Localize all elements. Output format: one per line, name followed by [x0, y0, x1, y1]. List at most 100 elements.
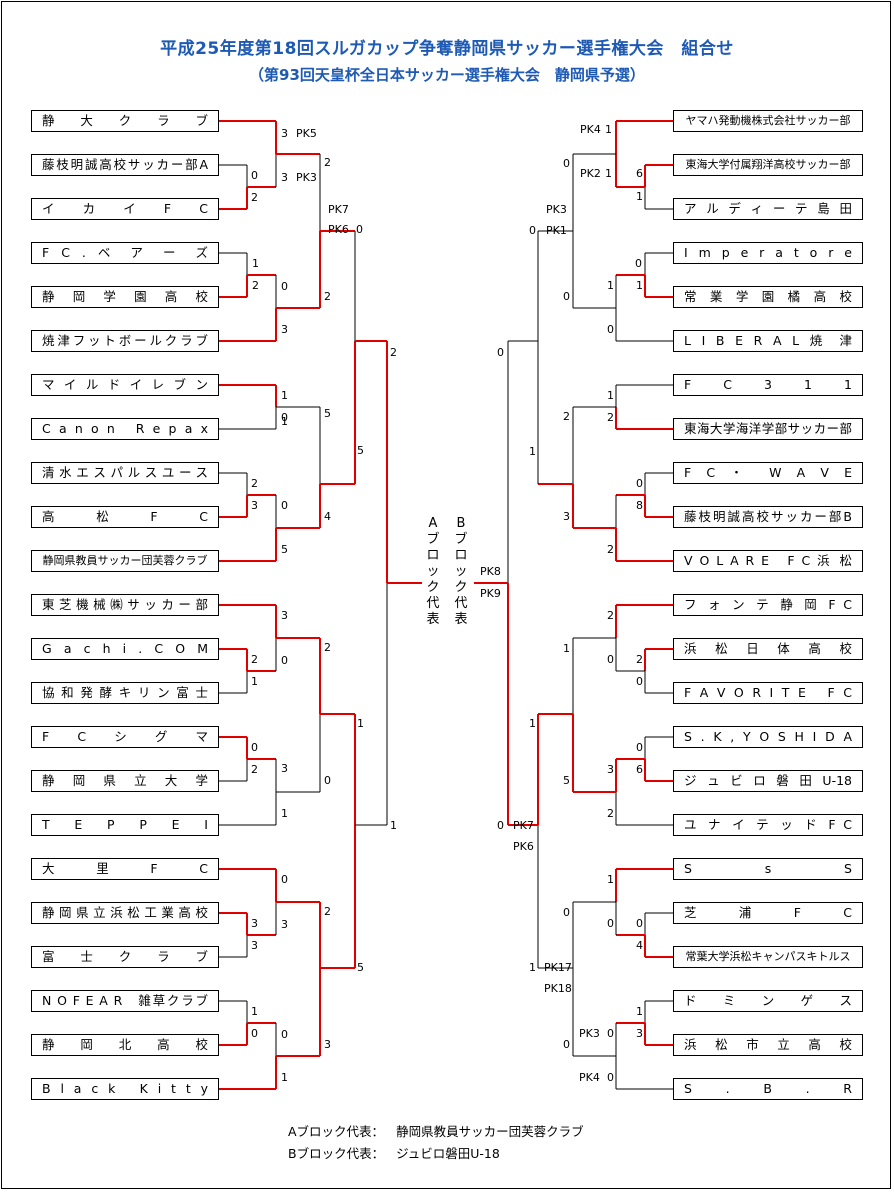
score-left-r1: 2 — [251, 191, 258, 204]
team-name: 高 松 F C — [42, 509, 208, 524]
team-name: 静岡県立浜松工業高校 — [42, 905, 208, 920]
vertical-char: 代 — [426, 596, 440, 611]
team-left-20: 富 士 ク ラ ブ — [31, 946, 219, 968]
team-right-16: ジ ュ ビ ロ 磐 田 U-18 — [673, 770, 863, 792]
score-right-r3: 1 — [529, 717, 536, 730]
pk-label: PK4 — [580, 123, 601, 136]
pk-label: PK18 — [544, 982, 572, 995]
pk-label: PK17 — [544, 961, 572, 974]
team-name: ジ ュ ビ ロ 磐 田 U-18 — [684, 773, 852, 788]
team-name: F C 3 1 1 — [684, 377, 852, 392]
team-right-3: ア ル デ ィ ー テ 島 田 — [673, 198, 863, 220]
score-right-r2: 1 — [563, 642, 570, 655]
score-right-r1: 0 — [607, 653, 614, 666]
score-left-r2: 2 — [324, 156, 331, 169]
team-name: S . K , Y O S H I D A — [684, 729, 852, 744]
score-left-r2: 4 — [324, 510, 331, 523]
pk-label: PK6 — [328, 223, 349, 236]
score-left-r3: 5 — [357, 961, 364, 974]
team-name: F C ・ W A V E — [684, 465, 852, 480]
score-left-r2: 3 — [281, 918, 288, 931]
footer-b-label: Bブロック代表： — [288, 1146, 385, 1161]
team-name: I m p e r a t o r e — [684, 245, 852, 260]
team-right-11: V O L A R E F C 浜 松 — [673, 550, 863, 572]
score-left-r1: 1 — [281, 1071, 288, 1084]
team-right-23: S . B . R — [673, 1078, 863, 1100]
score-right-r2: 0 — [563, 290, 570, 303]
vertical-char: ブ — [454, 532, 468, 547]
score-left-r2: 2 — [324, 641, 331, 654]
team-right-17: ユ ナ イ テ ッ ド F C — [673, 814, 863, 836]
score-right-r1: 1 — [605, 123, 612, 136]
team-right-18: S s S — [673, 858, 863, 880]
score-left-r1: 0 — [281, 411, 288, 424]
score-right-r1: 0 — [635, 257, 642, 270]
team-name: S . B . R — [684, 1081, 852, 1096]
team-name: V O L A R E F C 浜 松 — [684, 553, 852, 568]
footer-b-block: Bブロック代表： ジュビロ磐田U-18 — [288, 1143, 500, 1162]
team-name: フ ォ ン テ 静 岡 F C — [684, 597, 852, 612]
score-right-r1: 0 — [607, 323, 614, 336]
score-right-r1: 1 — [636, 1005, 643, 1018]
score-left-r1: 0 — [251, 169, 258, 182]
team-name: イ カ イ F C — [42, 201, 208, 216]
score-right-r1: 2 — [636, 653, 643, 666]
score-left-r1: 1 — [251, 1005, 258, 1018]
score-left-r1: 2 — [252, 279, 259, 292]
team-name: 静 大 ク ラ ブ — [42, 113, 208, 128]
team-name: F C . ベ ア ー ズ — [42, 245, 208, 260]
team-name: N O F E A R 雑草クラブ — [42, 993, 208, 1008]
team-name: G a c h i . C O M — [42, 641, 208, 656]
team-right-10: 藤枝明誠高校サッカー部B — [673, 506, 863, 528]
score-left-r2: 2 — [324, 905, 331, 918]
score-left-r3: 5 — [357, 444, 364, 457]
score-left-r4: 1 — [390, 819, 397, 832]
team-name: 静 岡 北 高 校 — [42, 1037, 208, 1052]
team-right-2: 東海大学付属翔洋高校サッカー部 — [673, 154, 863, 176]
score-left-r2: 0 — [281, 499, 288, 512]
vertical-char: 表 — [426, 612, 440, 627]
pk-label: PK7 — [328, 203, 349, 216]
team-right-12: フ ォ ン テ 静 岡 F C — [673, 594, 863, 616]
page-subtitle: （第93回天皇杯全日本サッカー選手権大会 静岡県予選） — [249, 66, 645, 84]
score-right-r1: 0 — [607, 1027, 614, 1040]
team-name: L I B E R A L 焼 津 — [684, 333, 852, 348]
team-left-8: C a n o n R e p a x — [31, 418, 219, 440]
team-left-11: 静岡県教員サッカー団芙蓉クラブ — [31, 550, 219, 572]
score-right-r1: 4 — [636, 939, 643, 952]
score-right-r1: 1 — [636, 279, 643, 292]
team-left-13: G a c h i . C O M — [31, 638, 219, 660]
team-right-4: I m p e r a t o r e — [673, 242, 863, 264]
team-name: 静岡県教員サッカー団芙蓉クラブ — [42, 554, 208, 567]
score-right-r1: 2 — [607, 543, 614, 556]
score-left-r2: 0 — [324, 774, 331, 787]
pk-label: PK9 — [480, 587, 501, 600]
team-left-6: 焼津フットボールクラブ — [31, 330, 219, 352]
score-right-r1: 2 — [607, 609, 614, 622]
pk-label: PK4 — [579, 1071, 600, 1084]
score-left-r1: 3 — [251, 917, 258, 930]
team-right-1: ヤマハ発動機株式会社サッカー部 — [673, 110, 863, 132]
score-left-r3: 1 — [357, 717, 364, 730]
vertical-char: A — [428, 516, 438, 531]
pk-label: PK1 — [546, 224, 567, 237]
score-right-r4: 0 — [497, 346, 504, 359]
footer-a-label: Aブロック代表： — [288, 1124, 385, 1139]
score-right-r1: 3 — [636, 1027, 643, 1040]
score-right-r2: 0 — [563, 906, 570, 919]
pk-label: PK2 — [580, 167, 601, 180]
score-right-r1: 1 — [636, 190, 643, 203]
team-left-19: 静岡県立浜松工業高校 — [31, 902, 219, 924]
score-right-r1: 0 — [636, 741, 643, 754]
team-left-14: 協和発酵キリン富士 — [31, 682, 219, 704]
score-left-r1: 3 — [281, 323, 288, 336]
score-right-r1: 6 — [636, 167, 643, 180]
team-left-7: マ イ ル ド イ レ ブ ン — [31, 374, 219, 396]
team-name: T E P P E I — [42, 817, 208, 832]
team-name: 静 岡 県 立 大 学 — [42, 773, 208, 788]
score-right-r1: 1 — [607, 873, 614, 886]
footer-b-value: ジュビロ磐田U-18 — [396, 1146, 500, 1161]
footer-a-value: 静岡県教員サッカー団芙蓉クラブ — [396, 1124, 584, 1139]
